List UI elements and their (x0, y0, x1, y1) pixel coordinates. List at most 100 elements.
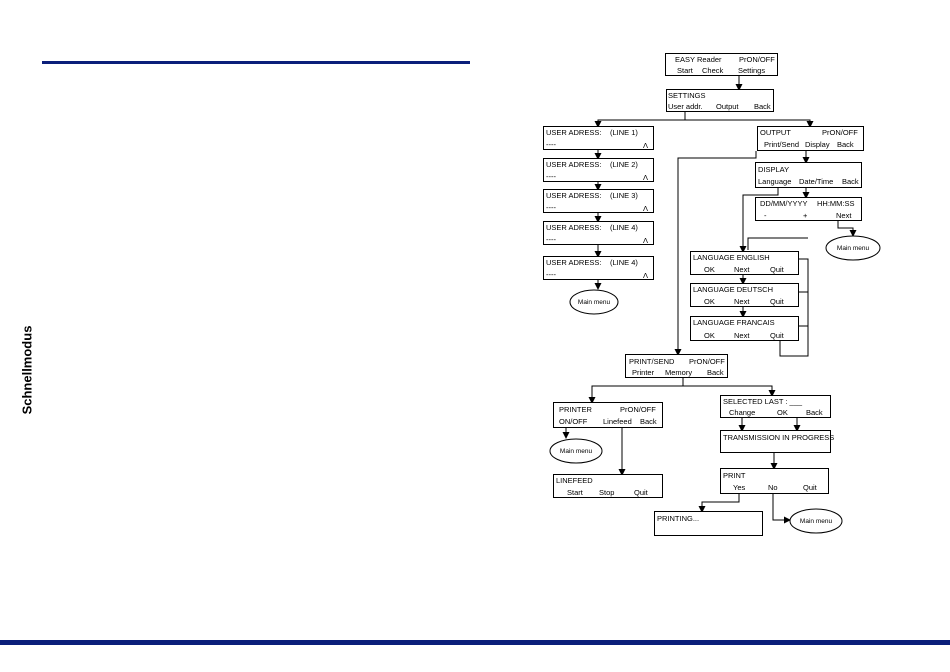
printsend-title: PRINT/SEND (629, 357, 675, 366)
ua5-right: (LINE 4) (610, 258, 638, 267)
lang-fr-opt-next: Next (734, 331, 750, 340)
settings-title: SETTINGS (668, 91, 706, 100)
selected-opt-back: Back (806, 408, 823, 417)
lang-fr-title: LANGUAGE FRANCAIS (693, 318, 775, 327)
ua2-caret: Λ (643, 173, 648, 182)
ua1-caret: Λ (643, 141, 648, 150)
lang-en-title: LANGUAGE ENGLISH (693, 253, 770, 262)
print-opt-yes: Yes (733, 483, 745, 492)
printsend-opt-printer: Printer (632, 368, 655, 377)
lang-en-opt-quit: Quit (770, 265, 785, 274)
output-right: PrON/OFF (822, 128, 858, 137)
easy-opt-settings: Settings (738, 66, 765, 75)
easy-opt-check: Check (702, 66, 724, 75)
box-language-deutsch (690, 283, 799, 307)
ua3-right: (LINE 3) (610, 191, 638, 200)
lang-en-opt-ok: OK (704, 265, 715, 274)
lang-fr-opt-ok: OK (704, 331, 715, 340)
datetime-opt-minus: - (764, 211, 767, 220)
settings-opt-output: Output (716, 102, 739, 111)
easy-title: EASY Reader (675, 55, 722, 64)
main-menu-oval-print (789, 508, 843, 534)
printsend-opt-back: Back (707, 368, 724, 377)
print-title: PRINT (723, 471, 746, 480)
header-rule (42, 61, 470, 64)
box-printing (654, 511, 763, 536)
display-opt-datetime: Date/Time (799, 177, 833, 186)
box-print (720, 468, 829, 494)
ua3-title: USER ADRESS: (546, 191, 601, 200)
selected-title: SELECTED LAST : ___ (723, 397, 803, 406)
printing-title: PRINTING... (657, 514, 699, 523)
printer-opt-linefeed: Linefeed (603, 417, 632, 426)
ua2-line: ---- (546, 172, 556, 181)
main-menu-oval-left (569, 289, 619, 315)
main-menu-label-display: Main menu (837, 245, 870, 252)
lang-de-opt-quit: Quit (770, 297, 785, 306)
selected-opt-change: Change (729, 408, 755, 417)
ua4-title: USER ADRESS: (546, 223, 601, 232)
ua3-caret: Λ (643, 204, 648, 213)
output-title: OUTPUT (760, 128, 791, 137)
printer-opt-onoff: ON/OFF (559, 417, 588, 426)
main-menu-label-left: Main menu (578, 299, 611, 306)
box-language-francais (690, 316, 799, 341)
print-opt-quit: Quit (803, 483, 818, 492)
printsend-right: PrON/OFF (689, 357, 725, 366)
ua4-line: ---- (546, 235, 556, 244)
connectors (562, 76, 857, 524)
main-menu-oval-display (825, 235, 881, 261)
main-menu-label-print: Main menu (800, 518, 833, 525)
main-menu-label-printer: Main menu (560, 448, 593, 455)
settings-opt-user: User addr. (668, 102, 703, 111)
lang-de-opt-next: Next (734, 297, 750, 306)
ua1-title: USER ADRESS: (546, 128, 601, 137)
box-date-time (755, 197, 862, 221)
ua1-line: ---- (546, 140, 556, 149)
lang-fr-opt-quit: Quit (770, 331, 785, 340)
ua2-right: (LINE 2) (610, 160, 638, 169)
display-opt-back: Back (842, 177, 859, 186)
ua3-line: ---- (546, 203, 556, 212)
ua4-caret: Λ (643, 236, 648, 245)
printer-title: PRINTER (559, 405, 593, 414)
box-transmission (720, 430, 831, 453)
lang-en-opt-next: Next (734, 265, 750, 274)
output-opt-printsend: Print/Send (764, 140, 799, 149)
output-opt-display: Display (805, 140, 830, 149)
datetime-title: DD/MM/YYYY (760, 199, 808, 208)
print-opt-no: No (768, 483, 778, 492)
box-language-english (690, 251, 799, 275)
box-user-address-1 (543, 126, 654, 150)
lang-de-opt-ok: OK (704, 297, 715, 306)
box-settings (666, 89, 774, 112)
ua5-title: USER ADRESS: (546, 258, 601, 267)
box-user-address-3 (543, 189, 654, 213)
easy-opt-start: Start (677, 66, 694, 75)
ua4-right: (LINE 4) (610, 223, 638, 232)
main-menu-oval-printer (549, 438, 603, 464)
linefeed-opt-start: Start (567, 488, 584, 497)
box-linefeed (553, 474, 663, 498)
ua2-title: USER ADRESS: (546, 160, 601, 169)
display-title: DISPLAY (758, 165, 789, 174)
ua5-caret: Λ (643, 271, 648, 280)
printer-opt-back: Back (640, 417, 657, 426)
box-print-send (625, 354, 728, 378)
box-easy-reader (665, 53, 778, 76)
datetime-opt-next: Next (836, 211, 852, 220)
box-printer (553, 402, 663, 428)
settings-opt-back: Back (754, 102, 771, 111)
box-selected-last (720, 395, 831, 418)
display-opt-language: Language (758, 177, 791, 186)
datetime-right: HH:MM:SS (817, 199, 855, 208)
box-user-address-5 (543, 256, 654, 280)
ua1-right: (LINE 1) (610, 128, 638, 137)
printsend-opt-memory: Memory (665, 368, 692, 377)
lang-de-title: LANGUAGE DEUTSCH (693, 285, 773, 294)
output-opt-back: Back (837, 140, 854, 149)
datetime-opt-plus: + (803, 211, 808, 220)
linefeed-title: LINEFEED (556, 476, 593, 485)
printer-right: PrON/OFF (620, 405, 656, 414)
